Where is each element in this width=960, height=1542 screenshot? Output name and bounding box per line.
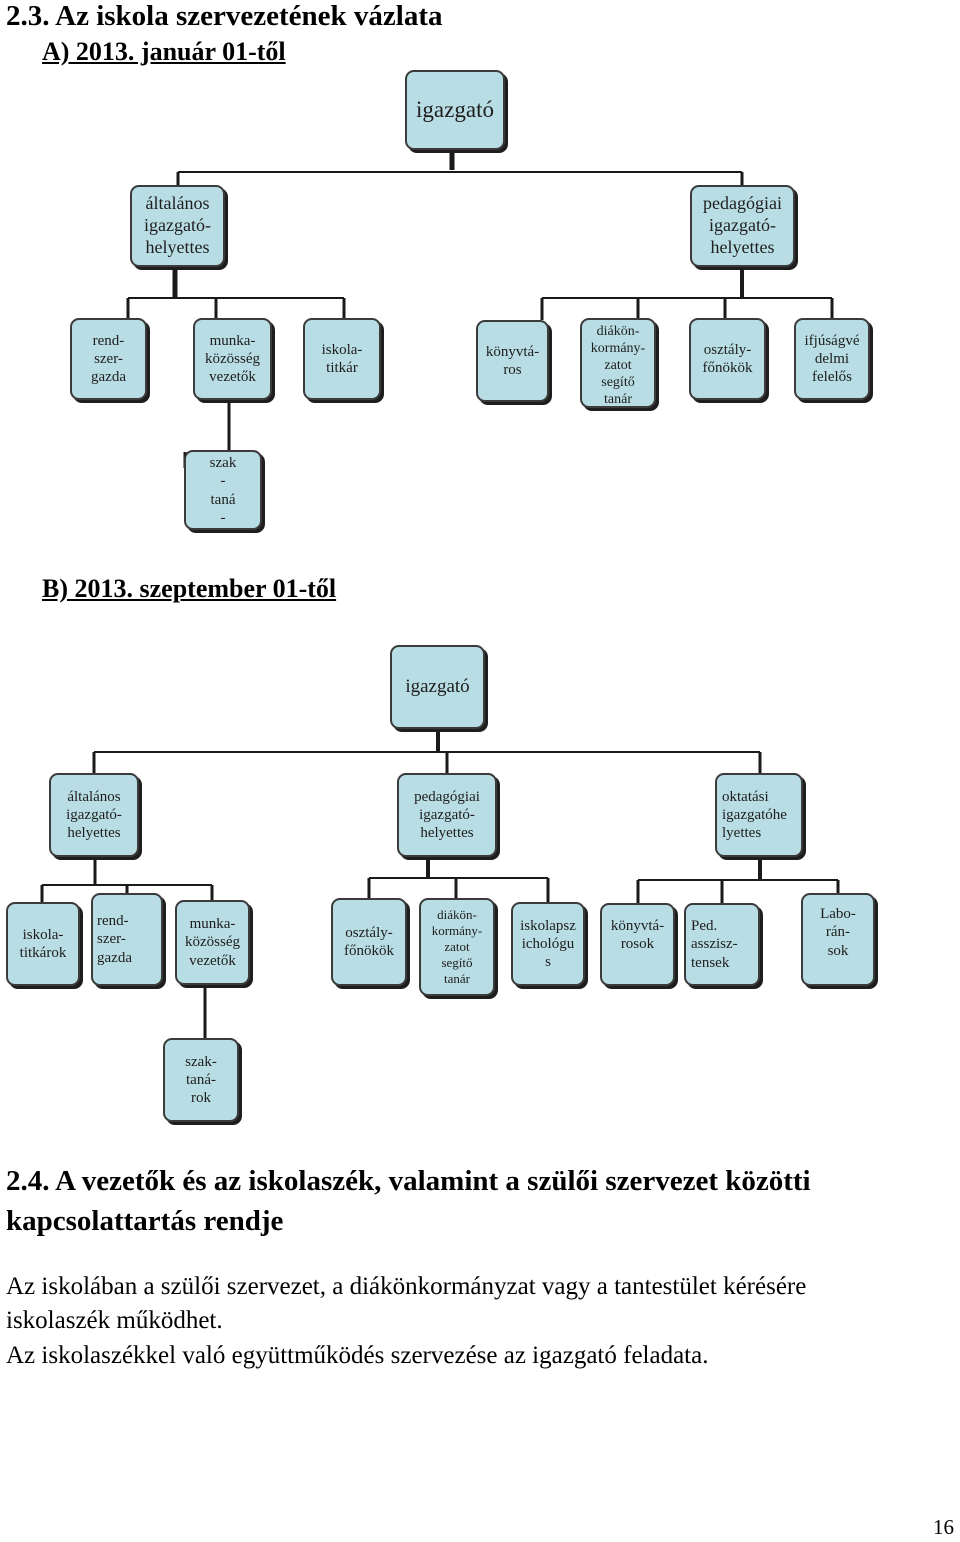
chart-b-deputy-label: pedagógiai igazgató- helyettes: [414, 788, 480, 842]
chart-b-deputy-label: oktatási igazgatóhe lyettes: [722, 788, 787, 842]
chart-a-root-label: igazgató: [416, 96, 494, 122]
chart-b-deputy-box: általános igazgató- helyettes: [49, 773, 139, 857]
chart-b-node-label: Ped. asszisz- tensek: [691, 918, 738, 971]
chart-a-node: könyvtá- ros: [476, 320, 549, 402]
chart-b-node: iskola- titkárok: [6, 902, 80, 986]
chart-b-node: osztály- főnökök: [331, 898, 407, 986]
chart-a-left-deputy-box: általános igazgató- helyettes: [130, 185, 225, 267]
chart-b-root-box: igazgató: [390, 645, 485, 729]
chart-a-root-box: igazgató: [405, 70, 505, 150]
chart-a-node-label: könyvtá- ros: [485, 343, 540, 378]
chart-b-node: Labo- rán- sok: [801, 893, 875, 986]
section-24-title-line1: 2.4. A vezetők és az iskolaszék, valamin…: [6, 1165, 811, 1197]
chart-b-node-label: osztály- főnökök: [344, 924, 394, 959]
part-a-heading: A) 2013. január 01-től: [42, 37, 286, 66]
chart-b-node-label: rend- szer- gazda: [97, 913, 132, 966]
chart-b-node: munka- közösség vezetők: [175, 900, 250, 985]
chart-a-node: munka- közösség vezetők: [193, 318, 272, 400]
chart-b-deputy-box: pedagógiai igazgató- helyettes: [397, 773, 497, 857]
chart-b-node: diákön- kormány- zatot segítő tanár: [419, 898, 495, 996]
chart-b-node: Ped. asszisz- tensek: [684, 903, 760, 986]
section-title: 2.3. Az iskola szervezetének vázlata: [6, 0, 443, 32]
chart-a-node: ifjúságvé delmi felelős: [794, 318, 870, 400]
chart-a-node-label: munka- közösség vezetők: [205, 332, 260, 386]
paragraph-line: Az iskolaszékkel való együttműködés szer…: [6, 1342, 709, 1369]
chart-a-node-label: iskola- titkár: [321, 341, 363, 376]
chart-b-node-label: Labo- rán- sok: [820, 906, 856, 959]
chart-a-right-deputy-label: pedagógiai igazgató- helyettes: [703, 193, 782, 257]
chart-b-node-label: iskolapsz ichológu s: [520, 917, 576, 971]
chart-b-node-label: munka- közösség vezetők: [185, 916, 240, 969]
chart-a-node: rend- szer- gazda: [70, 318, 147, 400]
chart-b-node: könyvtá- rosok: [600, 903, 675, 986]
page-number: 16: [933, 1515, 954, 1539]
chart-a-node-label: diákön- kormány- zatot segítő tanár: [590, 324, 646, 408]
chart-b-bottom-box: szak- taná- rok: [163, 1038, 239, 1122]
chart-b-bottom-label: szak- taná- rok: [185, 1053, 217, 1107]
chart-a-left-deputy-label: általános igazgató- helyettes: [144, 193, 211, 257]
chart-b-node: iskolapsz ichológu s: [511, 902, 585, 986]
chart-a-node-label: ifjúságvé delmi felelős: [804, 332, 860, 386]
chart-b-deputy-box: oktatási igazgatóhe lyettes: [715, 773, 803, 857]
chart-b-deputy-label: általános igazgató- helyettes: [66, 788, 122, 842]
section-24-title-line2: kapcsolattartás rendje: [6, 1205, 284, 1237]
chart-b-node-label: könyvtá- rosok: [610, 918, 665, 953]
chart-b-node-label: diákön- kormány- zatot segítő tanár: [431, 907, 483, 986]
chart-a-node: osztály- főnökök: [689, 318, 766, 400]
chart-a-right-deputy-box: pedagógiai igazgató- helyettes: [690, 185, 795, 267]
chart-a-node-label: rend- szer- gazda: [91, 332, 126, 386]
paragraph-line: Az iskolában a szülői szervezet, a diákö…: [6, 1273, 807, 1300]
chart-a-node: iskola- titkár: [303, 318, 381, 400]
chart-a-bottom-box: szak - taná - rok: [184, 450, 262, 530]
chart-a-node-label: osztály- főnökök: [702, 341, 753, 376]
paragraph-line: iskolaszék működhet.: [6, 1307, 223, 1334]
chart-a-bottom-label: szak - taná - rok: [209, 455, 237, 526]
chart-b-root-label: igazgató: [405, 676, 470, 698]
chart-b-node-label: iskola- titkárok: [19, 926, 67, 961]
part-b-heading: B) 2013. szeptember 01-től: [42, 574, 337, 603]
chart-b-node: rend- szer- gazda: [91, 893, 163, 986]
chart-a-node: diákön- kormány- zatot segítő tanár: [580, 318, 656, 408]
